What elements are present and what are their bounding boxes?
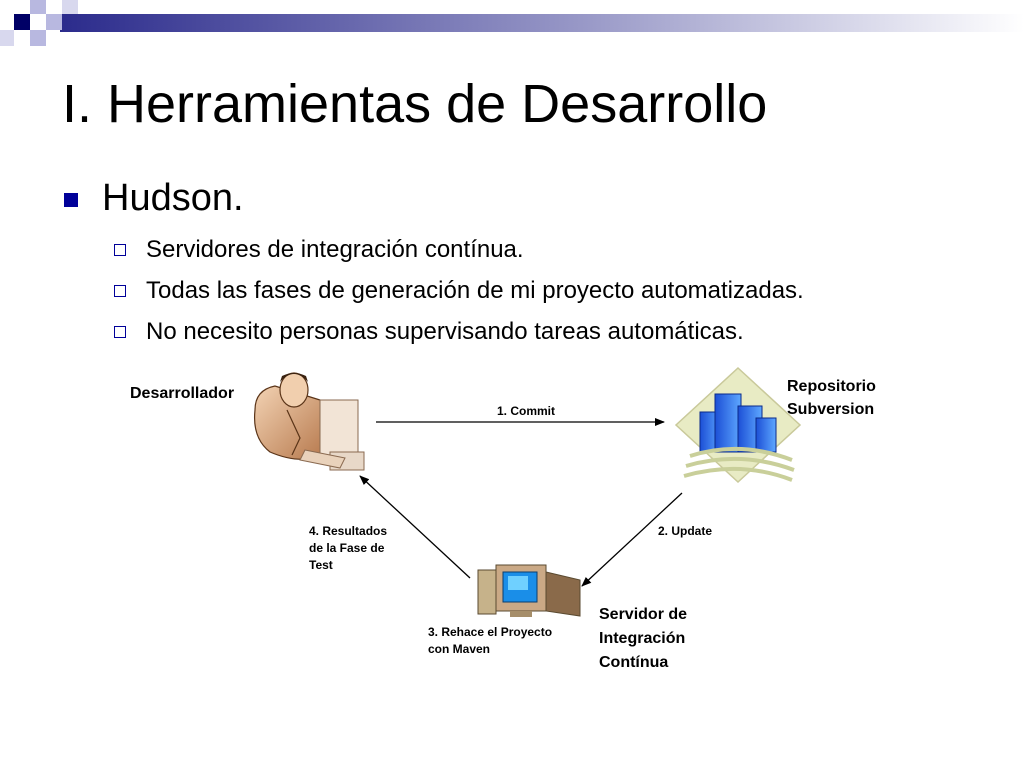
edge-label-results-line: Test	[309, 558, 333, 572]
developer-icon	[253, 372, 365, 471]
ci-server-computer-icon	[477, 564, 581, 617]
bullet-hudson: Hudson.	[64, 172, 1004, 224]
update-arrow	[581, 492, 683, 587]
sub-bullet-text: Servidores de integración contínua.	[146, 236, 524, 263]
node-label-developer: Desarrollador	[130, 385, 234, 402]
node-label-repository-line: Subversion	[787, 401, 874, 418]
node-label-ci-server-line: Servidor de	[599, 606, 687, 623]
repository-server-icon	[674, 366, 802, 484]
hollow-square-bullet-icon	[114, 326, 126, 338]
edge-label-rebuild-line: 3. Rehace el Proyecto	[428, 625, 552, 639]
sub-bullet: No necesito personas supervisando tareas…	[64, 317, 1004, 347]
sub-bullet-text: No necesito personas supervisando tareas…	[146, 318, 744, 345]
ci-flow-diagram: Desarrollador Repositorio Subversion Ser…	[130, 366, 880, 671]
node-label-ci-server-line: Contínua	[599, 654, 668, 671]
edge-label-results-line: de la Fase de	[309, 541, 385, 555]
bullet-text: Hudson.	[102, 177, 244, 219]
hollow-square-bullet-icon	[114, 244, 126, 256]
corner-squares-decoration	[0, 0, 78, 46]
edge-label-results: 4. Resultados de la Fase de Test	[309, 524, 390, 572]
edge-label-rebuild-line: con Maven	[428, 642, 490, 656]
slide-title: I. Herramientas de Desarrollo	[62, 74, 768, 134]
edge-label-commit: 1. Commit	[497, 404, 555, 418]
bullet-list: Hudson. Servidores de integración contín…	[64, 172, 1004, 347]
header-gradient-band	[60, 14, 1024, 32]
node-label-ci-server: Servidor de Integración Contínua	[599, 606, 691, 671]
node-label-repository-line: Repositorio	[787, 378, 876, 395]
edge-label-rebuild: 3. Rehace el Proyecto con Maven	[428, 625, 555, 656]
edge-label-results-line: 4. Resultados	[309, 524, 387, 538]
node-label-ci-server-line: Integración	[599, 630, 685, 647]
results-arrow	[359, 475, 471, 579]
sub-bullet: Servidores de integración contínua.	[64, 235, 1004, 265]
edge-label-update: 2. Update	[658, 524, 712, 538]
sub-bullet-text: Todas las fases de generación de mi proy…	[146, 277, 804, 304]
hollow-square-bullet-icon	[114, 285, 126, 297]
node-label-repository: Repositorio Subversion	[787, 378, 880, 418]
square-bullet-icon	[64, 193, 78, 207]
sub-bullet: Todas las fases de generación de mi proy…	[64, 276, 1004, 306]
